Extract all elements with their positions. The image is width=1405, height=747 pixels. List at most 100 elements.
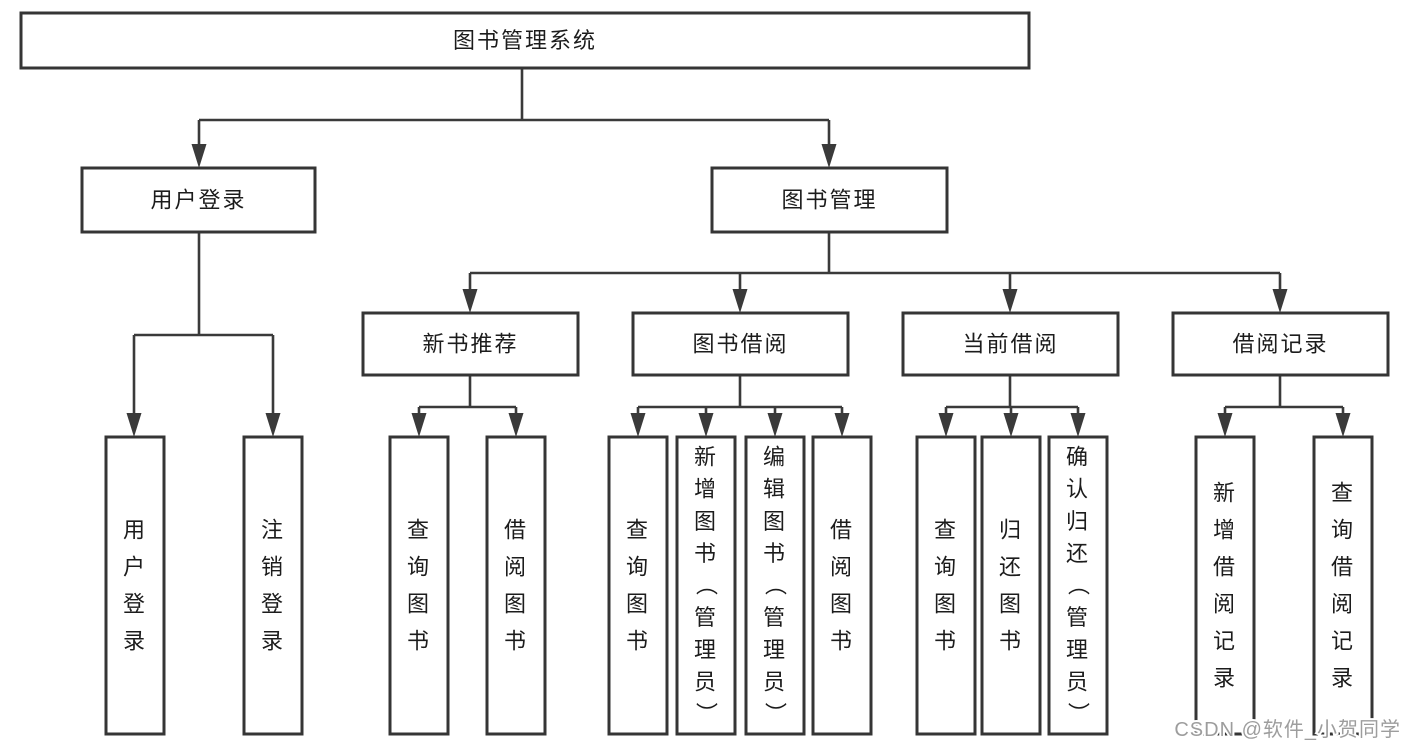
arrowhead-down-icon <box>1217 413 1233 437</box>
vertical-char: 借 <box>1331 555 1355 580</box>
node-box-book-borrow <box>631 311 850 377</box>
node-box-leaf-current-confirm-return <box>1047 435 1109 736</box>
node-label-borrow-records: 借阅记录 <box>1232 332 1328 357</box>
node-box-current-borrow <box>901 311 1120 377</box>
vertical-char: 录 <box>123 629 147 654</box>
vertical-char: 书 <box>999 629 1023 654</box>
vertical-char: 管 <box>1066 605 1090 630</box>
arrowhead-down-icon <box>191 144 207 168</box>
csdn-watermark: CSDN @软件_小贺同学 <box>1174 718 1401 741</box>
vertical-char: 销 <box>261 555 285 580</box>
vertical-char: 借 <box>1213 555 1237 580</box>
node-label-current-borrow: 当前借阅 <box>962 332 1058 357</box>
vertical-char: 图 <box>763 509 787 534</box>
node-box-user-login <box>80 166 317 234</box>
vertical-char: ） <box>694 702 719 726</box>
vertical-char: 用 <box>123 518 147 543</box>
node-box-new-book-recommend <box>361 311 580 377</box>
vertical-char: 图 <box>999 592 1023 617</box>
vertical-char: 图 <box>694 509 718 534</box>
arrowhead-down-icon <box>1003 413 1019 437</box>
vertical-char: 查 <box>626 518 650 543</box>
node-box-leaf-borrow-query-books <box>607 435 669 736</box>
vertical-char: 归 <box>999 518 1023 543</box>
arrowhead-down-icon <box>821 144 837 168</box>
node-box-leaf-user-login <box>104 435 166 736</box>
vertical-char: 登 <box>261 592 285 617</box>
vertical-char: 管 <box>763 605 787 630</box>
node-new-book-recommend: 新书推荐 <box>361 311 580 377</box>
connector-borrow-records-children <box>1217 375 1351 437</box>
vertical-char: 理 <box>694 637 718 662</box>
vertical-char: （ <box>763 573 788 597</box>
arrowhead-down-icon <box>462 289 478 313</box>
vertical-char: 编 <box>763 445 787 470</box>
arrowhead-down-icon <box>508 413 524 437</box>
node-system-root: 图书管理系统 <box>19 11 1031 70</box>
node-box-leaf-borrow-borrow-books <box>811 435 873 736</box>
vertical-char: 图 <box>504 592 528 617</box>
vertical-char: 阅 <box>1331 592 1355 617</box>
vertical-char: 阅 <box>504 555 528 580</box>
node-label-system-root: 图书管理系统 <box>453 28 597 53</box>
arrowhead-down-icon <box>1002 289 1018 313</box>
vertical-char: 员 <box>694 669 718 694</box>
node-box-leaf-current-return-books <box>980 435 1042 736</box>
vertical-char: 登 <box>123 592 147 617</box>
vertical-char: 理 <box>763 637 787 662</box>
node-box-book-management <box>710 166 949 234</box>
vertical-char: 确 <box>1066 445 1090 470</box>
vertical-char: 增 <box>1213 518 1237 543</box>
node-label-user-login: 用户登录 <box>150 188 246 213</box>
connector-current-borrow-children <box>938 375 1086 437</box>
vertical-char: 借 <box>504 518 528 543</box>
node-borrow-records: 借阅记录 <box>1171 311 1390 377</box>
vertical-char: ） <box>1066 702 1091 726</box>
vertical-char: 询 <box>626 555 650 580</box>
arrowhead-down-icon <box>1272 289 1288 313</box>
connector-new-book-recommend-children <box>411 375 524 437</box>
vertical-char: 还 <box>1066 541 1090 566</box>
node-label-book-management: 图书管理 <box>781 188 877 213</box>
connector-user-login-children <box>126 232 281 437</box>
vertical-char: ） <box>763 702 788 726</box>
vertical-char: 图 <box>830 592 854 617</box>
vertical-char: 查 <box>1331 481 1355 506</box>
vertical-char: 书 <box>694 541 718 566</box>
connector-book-management-children <box>462 232 1288 313</box>
vertical-char: 员 <box>763 669 787 694</box>
vertical-char: 户 <box>123 555 147 580</box>
node-current-borrow: 当前借阅 <box>901 311 1120 377</box>
vertical-char: 理 <box>1066 637 1090 662</box>
vertical-char: 阅 <box>1213 592 1237 617</box>
arrowhead-down-icon <box>732 289 748 313</box>
vertical-char: （ <box>1066 573 1091 597</box>
node-label-leaf-user-login: 用户登录 <box>123 518 147 654</box>
vertical-char: 书 <box>763 541 787 566</box>
vertical-char: 还 <box>999 555 1023 580</box>
node-box-leaf-logout <box>242 435 304 736</box>
node-box-leaf-current-query-books <box>915 435 977 736</box>
vertical-char: 记 <box>1331 629 1355 654</box>
arrowhead-down-icon <box>834 413 850 437</box>
vertical-char: 询 <box>407 555 431 580</box>
